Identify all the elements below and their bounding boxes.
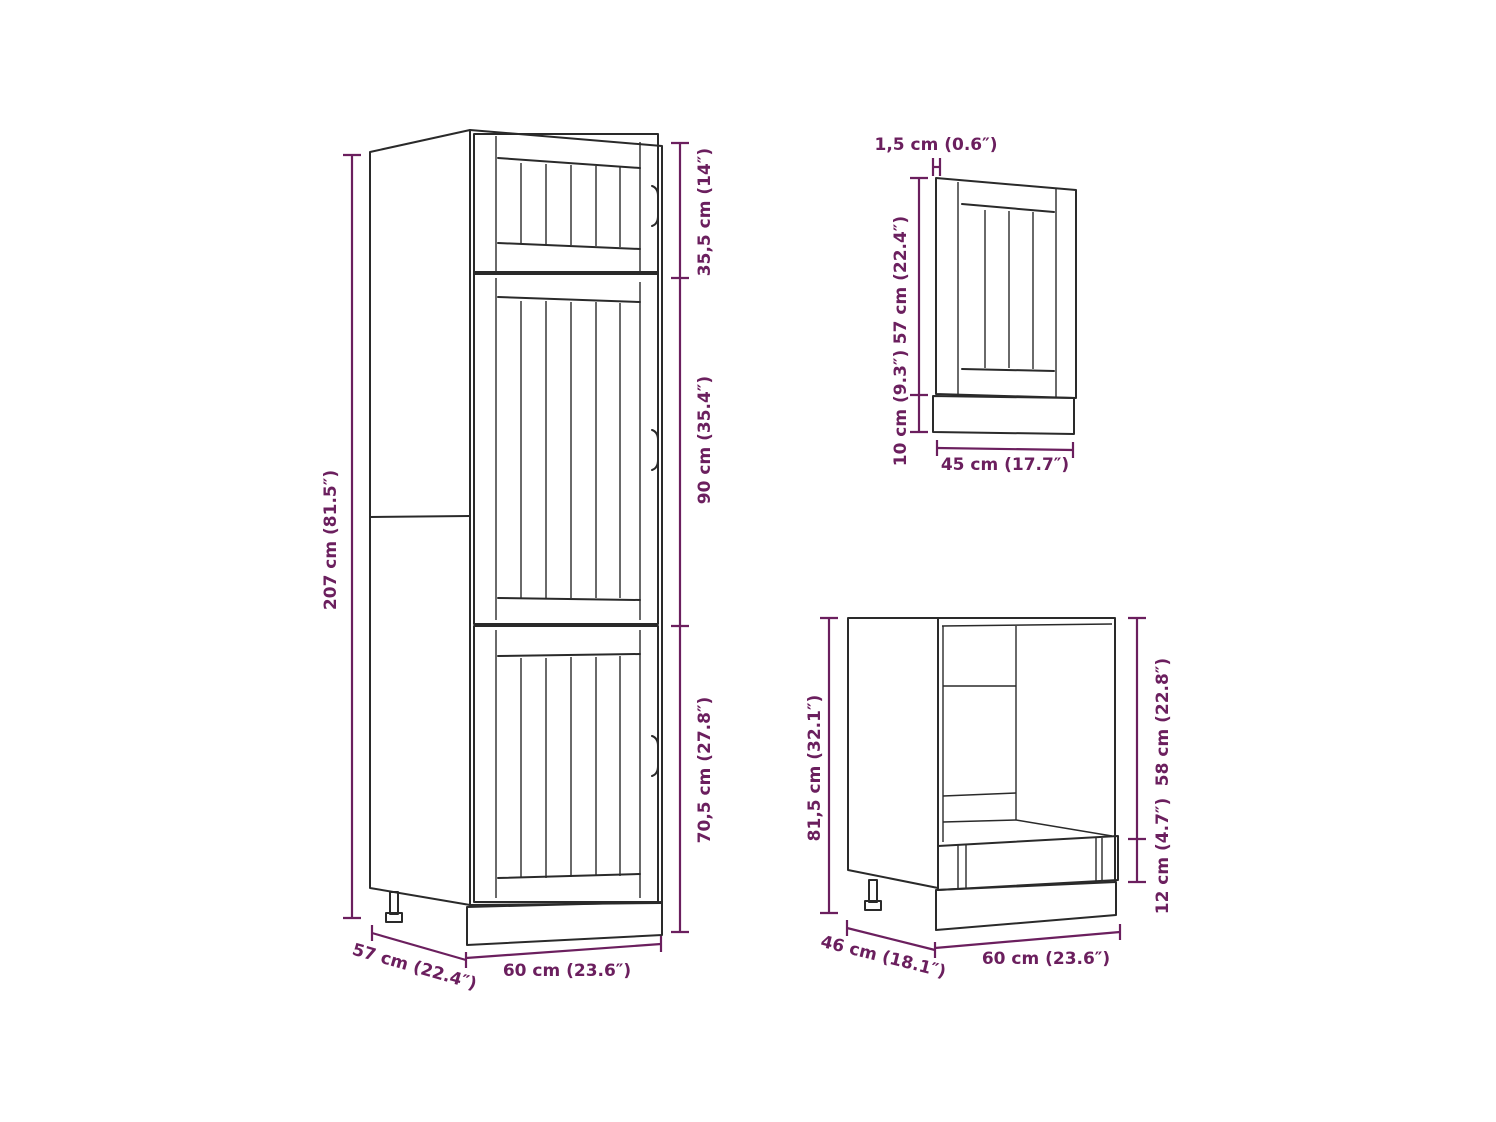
tall-bottom-door <box>473 625 659 903</box>
tall-top-door <box>473 133 659 275</box>
tall-top-door-label: 35,5 cm (14″) <box>695 148 715 276</box>
oven-width-label: 60 cm (23.6″) <box>982 949 1110 969</box>
tall-height-label: 207 cm (81.5″) <box>321 470 341 610</box>
panel-plinth-height-label: 10 cm (9.3″) <box>891 350 911 467</box>
oven-cabinet-drawing <box>847 617 1119 931</box>
handle-icon <box>651 185 659 227</box>
oven-depth-label: 46 cm (18.1″) <box>819 932 948 982</box>
tall-depth-label: 57 cm (22.4″) <box>350 940 479 995</box>
tall-middle-door <box>473 271 659 625</box>
panel-door-height-label: 57 cm (22.4″) <box>891 216 911 344</box>
oven-drawer-height-label: 12 cm (4.7″) <box>1153 798 1173 915</box>
handle-icon <box>651 735 659 777</box>
tall-bottom-door-label: 70,5 cm (27.8″) <box>695 697 715 844</box>
oven-opening-height-label: 58 cm (22.8″) <box>1153 658 1173 786</box>
oven-height-label: 81,5 cm (32.1″) <box>805 695 825 842</box>
tall-cabinet-dimensions: 207 cm (81.5″) 35,5 cm (14″) 90 cm (35.4… <box>321 141 715 995</box>
oven-cabinet-dimensions: 81,5 cm (32.1″) 58 cm (22.8″) 12 cm (4.7… <box>805 616 1173 982</box>
dishwasher-panel-dimensions: 1,5 cm (0.6″) 57 cm (22.4″) 10 cm (9.3″)… <box>875 135 1075 475</box>
panel-width-label: 45 cm (17.7″) <box>941 455 1069 475</box>
panel-thickness-label: 1,5 cm (0.6″) <box>875 135 998 155</box>
tall-cabinet-drawing <box>369 129 663 946</box>
tall-middle-door-label: 90 cm (35.4″) <box>695 376 715 504</box>
tall-width-label: 60 cm (23.6″) <box>503 961 631 981</box>
handle-icon <box>651 429 659 471</box>
dishwasher-panel-drawing <box>932 177 1077 435</box>
